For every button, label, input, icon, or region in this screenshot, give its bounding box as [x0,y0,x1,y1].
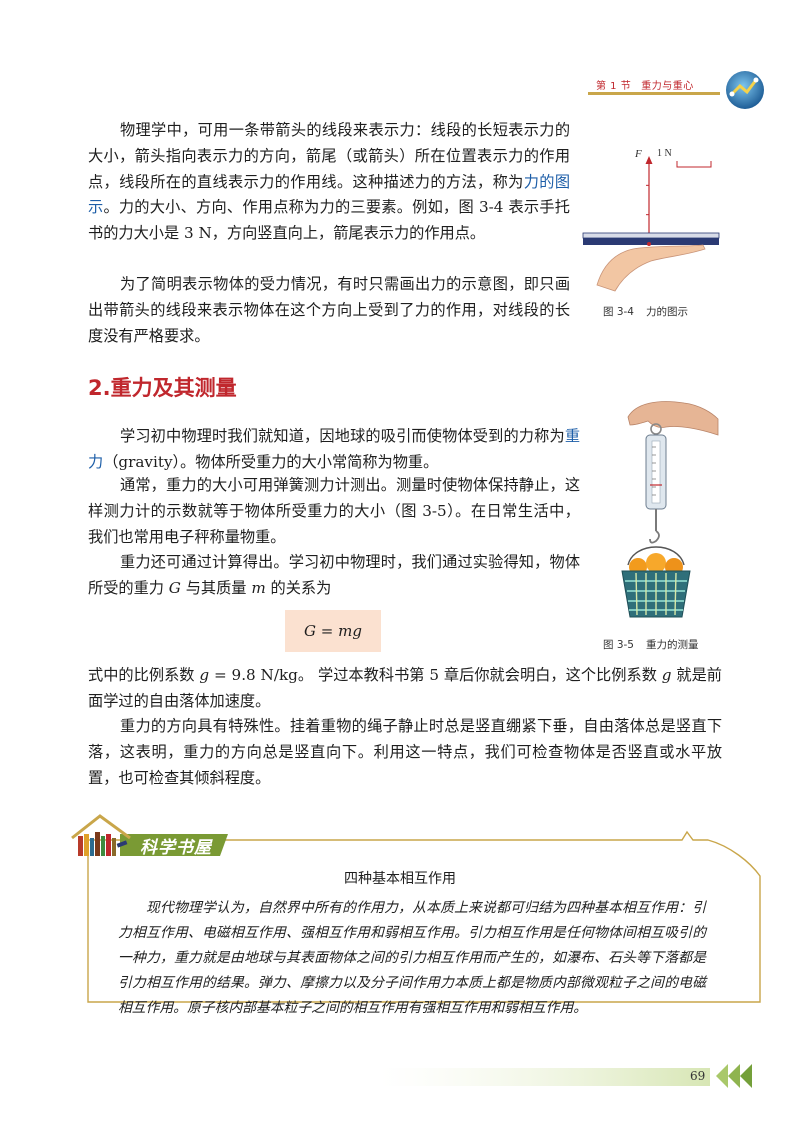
hand [627,401,719,436]
scale-label: 1 N [657,148,672,159]
scale-ticks [652,446,656,496]
section-title: 2.重力及其测量 [88,376,237,400]
reading-box-badge: 科学书屋 [140,838,212,858]
caption-number: 图 3-4 [603,306,634,318]
force-arrow [645,156,653,244]
book [583,237,719,245]
basket-weave-vertical [635,572,677,616]
caption-number: 图 3-5 [603,639,634,651]
paragraph-proportional-coefficient: 式中的比例系数 g = 9.8 N/kg。 学过本教科书第 5 章后你就会明白，… [88,663,722,715]
symbol-g: g [199,666,210,684]
text-run: （gravity）。物体所受重力的大小常简称为物重。 [103,452,439,471]
bookhouse-icon [71,814,131,856]
scale-hook [649,530,660,544]
text-run: 就是前面学过的自由落体加速度。 [88,666,722,710]
text-run: = 9.8 N/kg。 学过本教科书第 5 章后你就会明白，这个比例系数 [209,666,662,684]
book-pages [582,232,720,239]
text-run: 式中的比例系数 [88,666,200,684]
text-run: 重力还可通过计算得出。学习初中物理时，我们通过实验得知，物体所受的重力 [88,553,580,597]
page-number: 69 [690,1069,706,1083]
basket-handle [627,546,685,566]
footer-arrows-icon [716,1064,752,1088]
paragraph-gravity-calculation: 重力还可通过计算得出。学习初中物理时，我们通过实验得知，物体所受的重力 G 与其… [88,550,580,602]
caption-text: 力的图示 [646,306,688,318]
header-rule [588,92,720,95]
paragraph-force-sketch: 为了简明表示物体的受力情况，有时只需画出力的示意图，即只画出带箭头的线段来表示物… [88,275,570,345]
symbol-g: g [661,666,672,684]
text-run: 。力的大小、方向、作用点称为力的三要素。例如，图 3-4 表示手托书的力大小是 … [88,198,570,243]
scale-window [651,440,661,504]
formula-box: G = mg [285,610,381,652]
reading-box-title: 四种基本相互作用 [344,871,456,887]
paragraph-gravity-definition: 学习初中物理时我们就知道，因地球的吸引而使物体受到的力称为重力（gravity）… [88,424,580,476]
force-arrow-head [645,156,653,164]
text-run: 与其质量 [180,578,252,597]
paragraph-gravity-measurement: 通常，重力的大小可用弹簧测力计测出。测量时使物体保持静止，这样测力计的示数就等于… [88,476,580,546]
header-title: 重力与重心 [641,81,694,92]
text-run: 学习初中物理时我们就知道，因地球的吸引而使物体受到的力称为 [120,427,565,445]
hand [596,244,706,292]
symbol-G: G [168,578,181,597]
reading-box-text: 现代物理学认为，自然界中所有的作用力，从本质上来说都可归结为四种基本相互作用：引… [118,900,706,1016]
force-label: F [634,148,642,160]
caption-text: 重力的测量 [646,639,699,651]
caption-fig-3-5: 图 3-5 重力的测量 [603,637,699,652]
reading-box-frame [71,814,761,1003]
symbol-m: m [251,578,266,597]
chapter-logo-icon [726,71,771,109]
paragraph-force-diagram: 物理学中，可用一条带箭头的线段来表示力：线段的长短表示力的大小，箭头指向表示力的… [88,118,570,247]
box-border [87,830,761,1003]
caption-fig-3-4: 图 3-4 力的图示 [603,304,688,319]
scale-bracket [676,161,712,168]
figure-spring-scale [621,401,719,618]
scale-ring [650,423,662,435]
term-force-diagram: 力的图示 [88,172,571,217]
text-run: 物理学中，可用一条带箭头的线段来表示力：线段的长短表示力的大小，箭头指向表示力的… [88,121,570,191]
paragraph-gravity-direction: 重力的方向具有特殊性。挂着重物的绳子静止时总是竖直绷紧下垂，自由落体总是竖直下落… [88,717,722,787]
term-gravity: 重力 [88,427,580,471]
badge-bar [120,834,228,856]
orange [646,553,666,573]
figure-force-diagram: 1 N F [582,148,720,292]
footer-gradient-bar [380,1068,710,1086]
force-application-point [647,242,651,246]
running-header: 第 1 节重力与重心 [596,77,694,92]
header-section: 第 1 节 [596,81,632,92]
text-run: 的关系为 [265,578,332,597]
